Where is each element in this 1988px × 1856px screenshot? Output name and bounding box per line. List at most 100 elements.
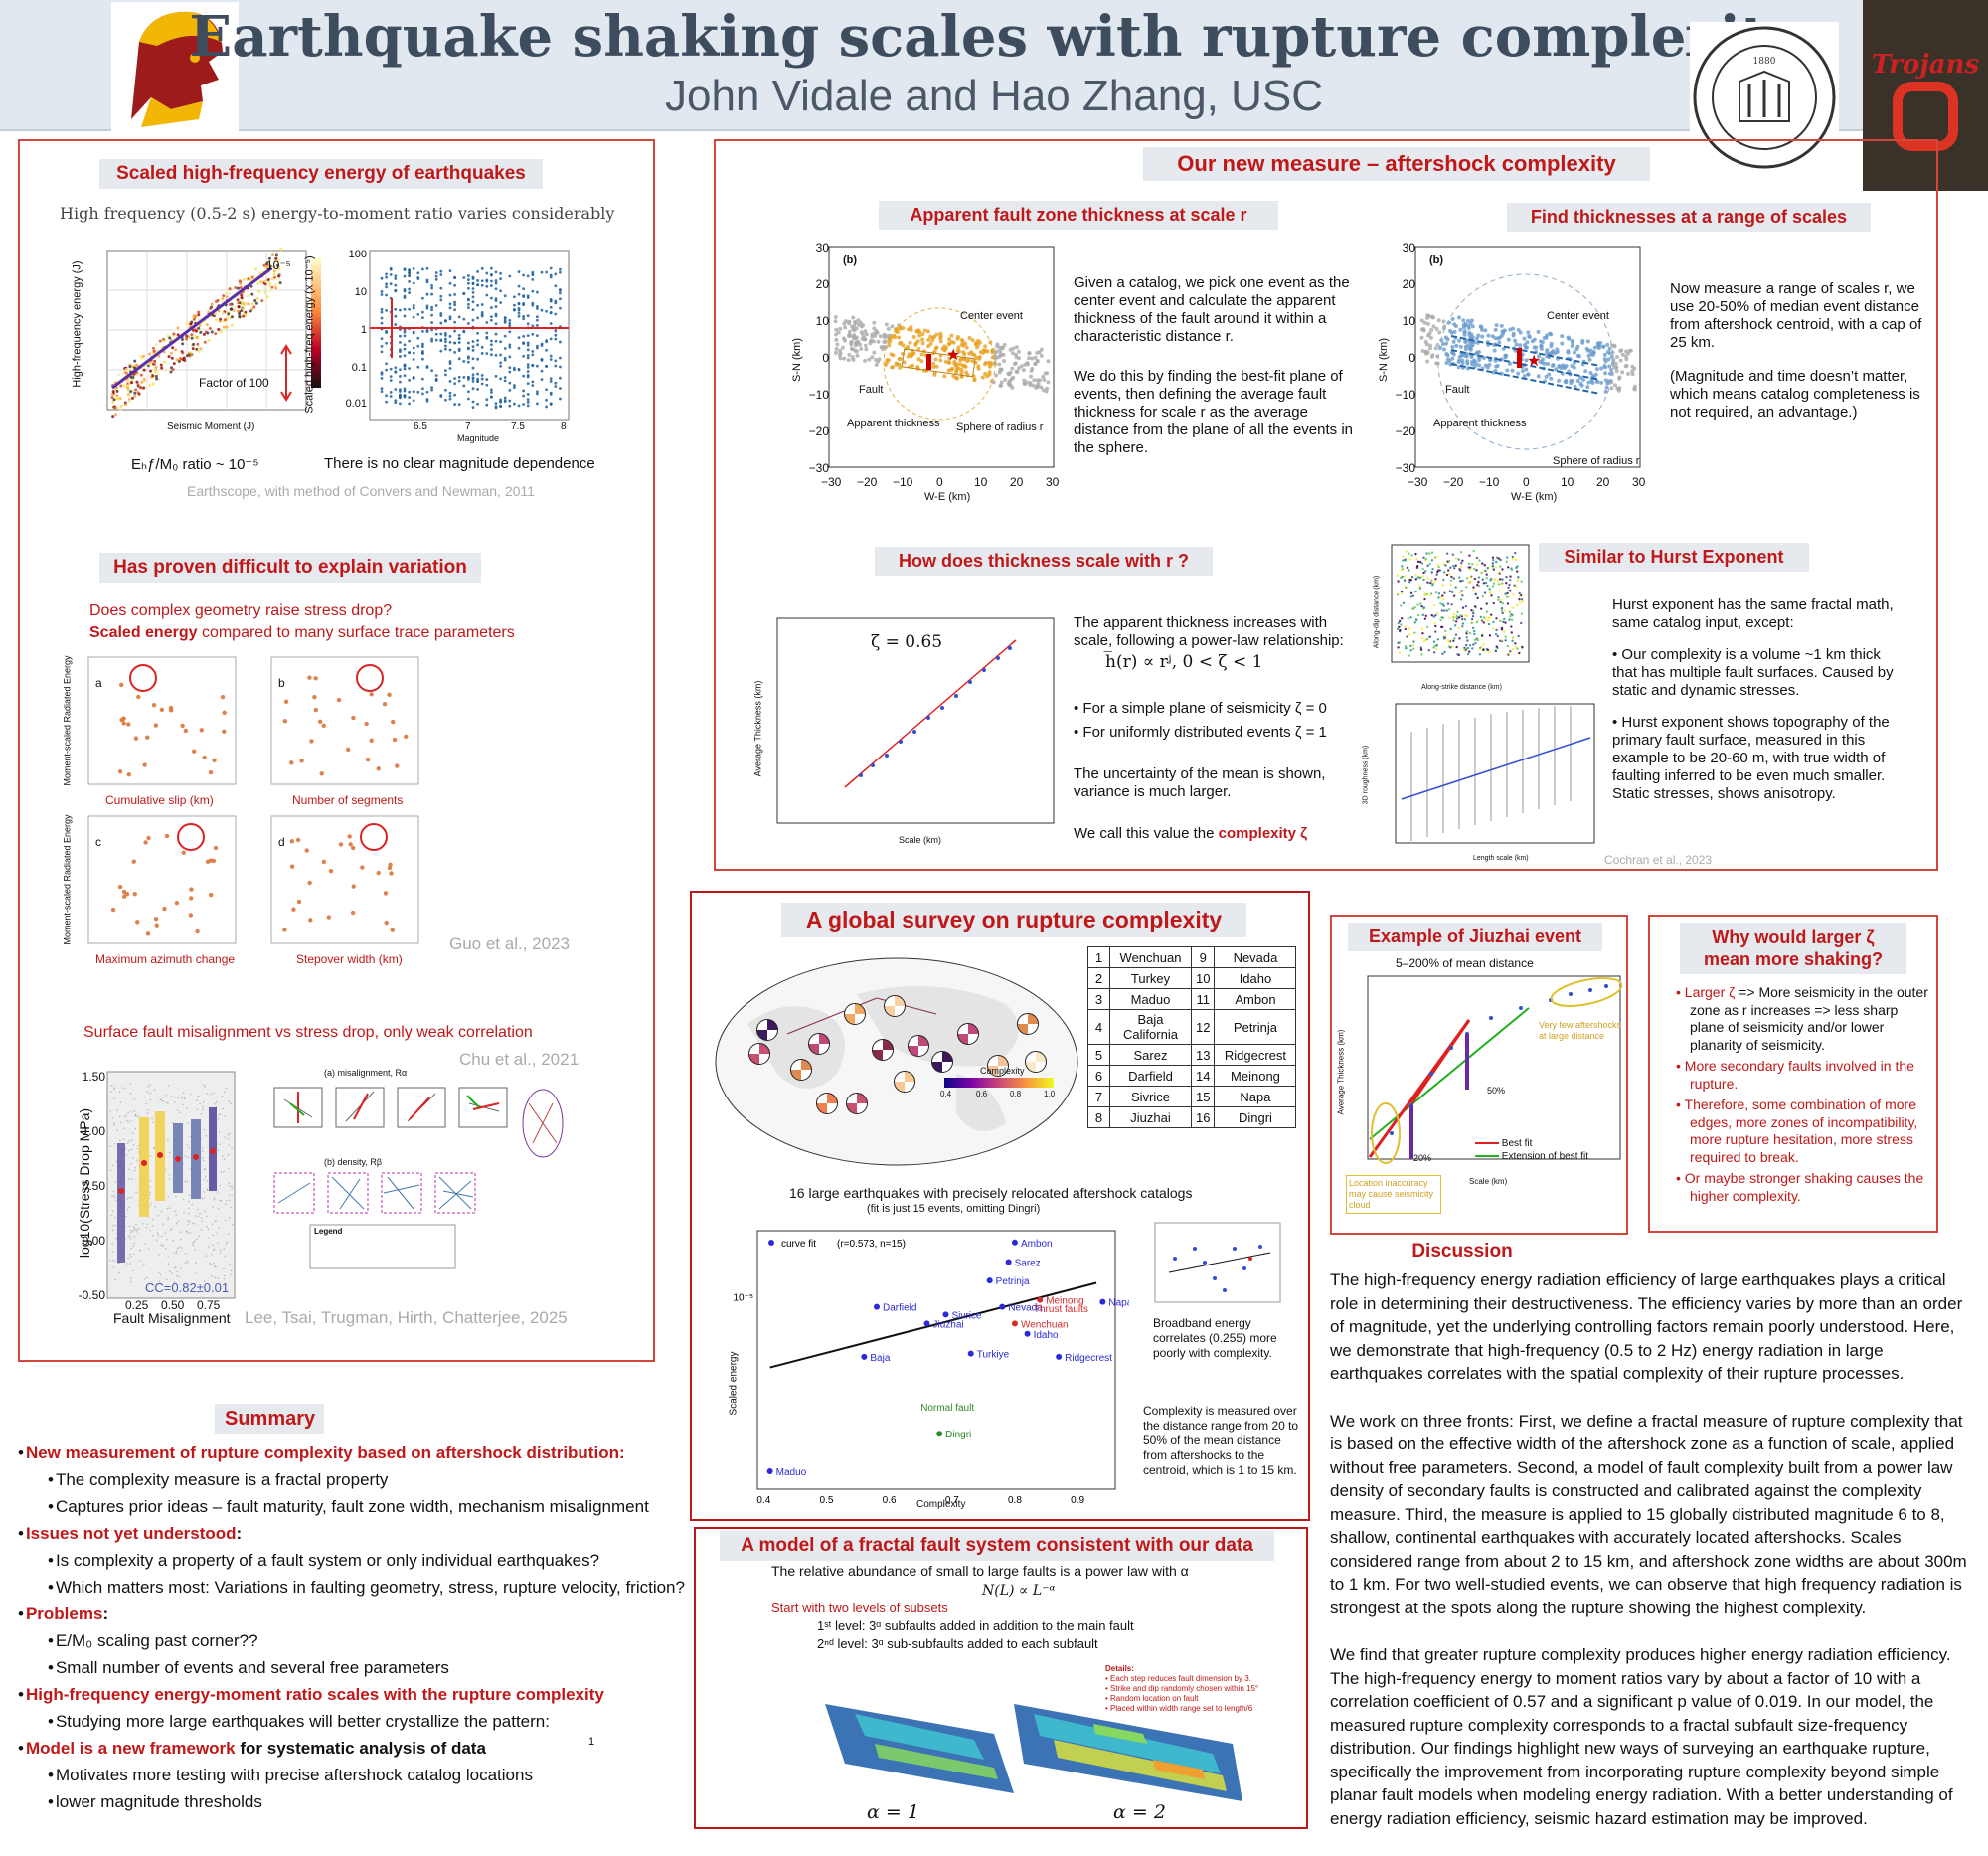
map-xtick: 0: [936, 475, 943, 489]
summary-text: Studying more large earthquakes will bet…: [55, 1712, 550, 1731]
guo-ylabel-top: Moment-scaled Radiated Energy: [62, 655, 73, 786]
quake-cell: Baja California: [1109, 1009, 1192, 1045]
point-label: Nevada: [1008, 1303, 1043, 1314]
panel-a-label: Cumulative slip (km): [105, 793, 214, 807]
summary-text: Model is a new framework: [25, 1739, 236, 1758]
map-subcaption: (fit is just 15 events, omitting Dingri): [867, 1203, 1041, 1215]
s1-subtitle: High frequency (0.5-2 s) energy-to-momen…: [60, 204, 615, 223]
left-panel: [18, 139, 655, 1362]
quake-cell: 4: [1087, 1009, 1110, 1045]
scatter-point: [861, 1353, 868, 1360]
plot-b-xtick: 7.5: [511, 422, 525, 432]
thrust-label: Thrust faults: [1034, 1304, 1088, 1315]
hurst-credit: Cochran et al., 2023: [1604, 853, 1713, 867]
beachball-icon: [748, 1043, 770, 1065]
summary-text: Small number of events and several free …: [55, 1658, 449, 1677]
discussion-paragraph: We find that greater rupture complexity …: [1330, 1645, 1953, 1828]
colorbar-tick: 0.6: [976, 1090, 988, 1098]
x-tick-label: 0.7: [945, 1495, 959, 1506]
scale-xlabel: Scale (km): [899, 835, 942, 845]
detail-text: Random location on fault: [1110, 1694, 1199, 1703]
stress-ytick: 1.00: [82, 1124, 105, 1138]
s2-subquestion: Scaled energy compared to many surface t…: [89, 624, 515, 642]
point-label: Petrinja: [996, 1276, 1030, 1287]
zeta-label: ζ = 0.65: [871, 632, 943, 652]
why-bullet: • Or maybe stronger shaking causes the h…: [1676, 1170, 1930, 1205]
summary-item: •Small number of events and several free…: [48, 1658, 449, 1677]
map-ytick: −10: [1395, 388, 1415, 402]
summary-item: •New measurement of rupture complexity b…: [18, 1443, 625, 1462]
apparent-thickness-map: ★: [785, 237, 1064, 485]
map-caption: 16 large earthquakes with precisely relo…: [789, 1185, 1193, 1201]
discussion-body: The high-frequency energy radiation effi…: [1330, 1268, 1978, 1854]
discussion-paragraph: The high-frequency energy radiation effi…: [1330, 1270, 1963, 1383]
scale-bullet-1: • For a simple plane of seismicity ζ = 0: [1074, 700, 1327, 717]
map-ytick: 10: [815, 314, 829, 328]
beachball-icon: [790, 1059, 812, 1081]
svg-text:★: ★: [1527, 353, 1541, 370]
map2-xlabel: W-E (km): [1511, 491, 1558, 503]
map-xtick: 30: [1632, 475, 1646, 489]
map-ytick: −20: [1395, 424, 1415, 438]
map-xtick: 30: [1046, 475, 1060, 489]
model-details: Details: • Each step reduces fault dimen…: [1105, 1664, 1304, 1714]
why-panel: [1648, 915, 1938, 1233]
hurst-ylabel-1: Along-dip distance (km): [1373, 575, 1381, 649]
legend-title: Legend: [314, 1227, 343, 1236]
quake-cell: Ambon: [1214, 988, 1297, 1010]
summary-list: •New measurement of rupture complexity b…: [18, 1443, 714, 1821]
svg-text:1880: 1880: [1753, 57, 1776, 67]
s3-credit1: Chu et al., 2021: [459, 1050, 580, 1069]
s1-caption-left: Eₕƒ/M₀ ratio ~ 10⁻⁵: [131, 456, 259, 473]
x-tick-label: 0.9: [1071, 1495, 1084, 1506]
bullet-text: For uniformly distributed events ζ = 1: [1082, 724, 1327, 741]
quake-cell: 7: [1087, 1086, 1110, 1107]
hurst-roughness-plot: [1372, 702, 1596, 857]
quake-cell: 15: [1190, 1086, 1216, 1107]
quake-cell: Petrinja: [1214, 1009, 1297, 1045]
scatter-point: [766, 1468, 773, 1475]
plot-a-ylabel: High-frequency energy (J): [71, 260, 83, 388]
detail-text: Placed within width range set to length/…: [1110, 1704, 1253, 1713]
quake-cell: Meinong: [1214, 1065, 1297, 1087]
guo-panel-c: c: [87, 815, 237, 944]
bullet-text: For a simple plane of seismicity ζ = 0: [1082, 700, 1327, 717]
apparent-text-2: We do this by finding the best-fit plane…: [1074, 368, 1354, 456]
hurst-xlabel-1: Along-strike distance (km): [1421, 684, 1502, 691]
why-bullet: • Larger ζ => More seismicity in the out…: [1676, 984, 1930, 1054]
poster-title: Earthquake shaking scales with rupture c…: [189, 4, 1799, 70]
stress-xlabel: Fault Misalignment: [113, 1310, 231, 1326]
range-title: Find thicknesses at a range of scales: [1507, 203, 1871, 232]
stress-ytick: 0.00: [82, 1234, 105, 1248]
scatter-point: [986, 1277, 993, 1284]
map-xtick: −30: [1408, 475, 1428, 489]
point-label: Wenchuan: [1021, 1319, 1069, 1330]
model-formula: N(L) ∝ L⁻ᵅ: [982, 1583, 1056, 1599]
quake-cell: 5: [1087, 1044, 1110, 1066]
x-tick-label: 0.4: [756, 1495, 770, 1506]
legend-best-label: Best fit: [1501, 1138, 1533, 1149]
complexity-colorbar: Complexity 0.4 0.6 0.8 1.0: [940, 1066, 1060, 1109]
panel-letter: b: [278, 676, 285, 690]
map2-center: Center event: [1547, 310, 1609, 322]
quake-cell: Wenchuan: [1109, 946, 1192, 968]
plot-b-ytick: 10: [354, 286, 367, 298]
why-red: • More secondary faults involved in the …: [1676, 1058, 1914, 1092]
stress-yticks: 1.50 1.00 0.50 0.00 -0.50: [72, 1070, 105, 1308]
jiuzhai-20pct: 20%: [1413, 1153, 1432, 1163]
scatter-point: [1056, 1353, 1063, 1360]
point-label: Jiuzhai: [933, 1319, 964, 1330]
s2-bold: Scaled energy: [89, 624, 198, 641]
map-ytick: −30: [1395, 461, 1415, 475]
scatter-frame: [756, 1230, 1116, 1490]
scale-title: How does thickness scale with r ?: [875, 547, 1213, 576]
measured-text: Complexity is measured over the distance…: [1143, 1404, 1299, 1477]
scatter-point: [967, 1350, 974, 1357]
model-title: A model of a fractal fault system consis…: [720, 1531, 1274, 1561]
fractal-fault-render: [815, 1684, 1252, 1803]
jiuzhai-panel: [1330, 915, 1628, 1235]
